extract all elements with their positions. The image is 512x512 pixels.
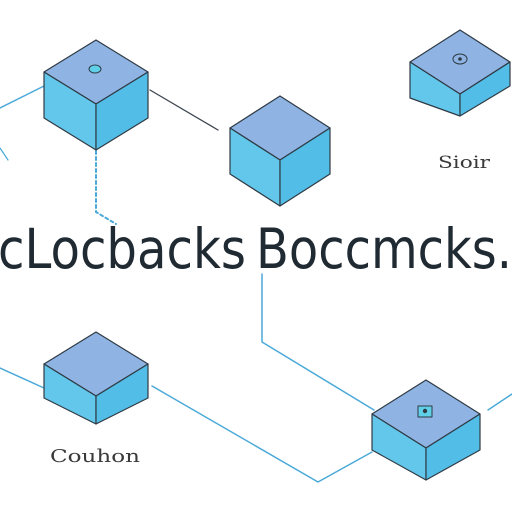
connector-left-edge-2	[0, 147, 9, 161]
dot-center	[422, 408, 428, 414]
dot-center	[458, 57, 462, 61]
cube-top-right	[409, 29, 511, 117]
connector-bottomcube-to-center	[151, 385, 373, 483]
connector-bottom-left-out	[0, 367, 45, 389]
cube-right-face	[95, 71, 149, 151]
circle-dot-icon	[88, 64, 102, 74]
connector-under-headline	[261, 273, 375, 411]
cube-middle	[229, 95, 331, 207]
headline-right: Boccmcks.	[256, 217, 512, 281]
connector-dotted-vertical	[95, 144, 117, 225]
connector-right-out	[487, 393, 512, 411]
cube-bottom-right	[371, 379, 481, 481]
connector-topcube-to-midcube	[149, 89, 219, 131]
label-bottom-left: Couhon	[50, 446, 141, 467]
connector-left-edge	[0, 85, 45, 109]
connectors	[0, 85, 512, 483]
label-top-right: Sioir	[438, 153, 491, 173]
headline-left: cLocbacks	[0, 217, 246, 281]
cube-right-face	[279, 127, 331, 207]
cube-top-left	[43, 39, 149, 151]
cube-bottom-left	[43, 331, 149, 425]
cube-right-face	[425, 413, 481, 481]
cube-right-face	[95, 363, 149, 425]
cube-right-face	[459, 61, 511, 117]
